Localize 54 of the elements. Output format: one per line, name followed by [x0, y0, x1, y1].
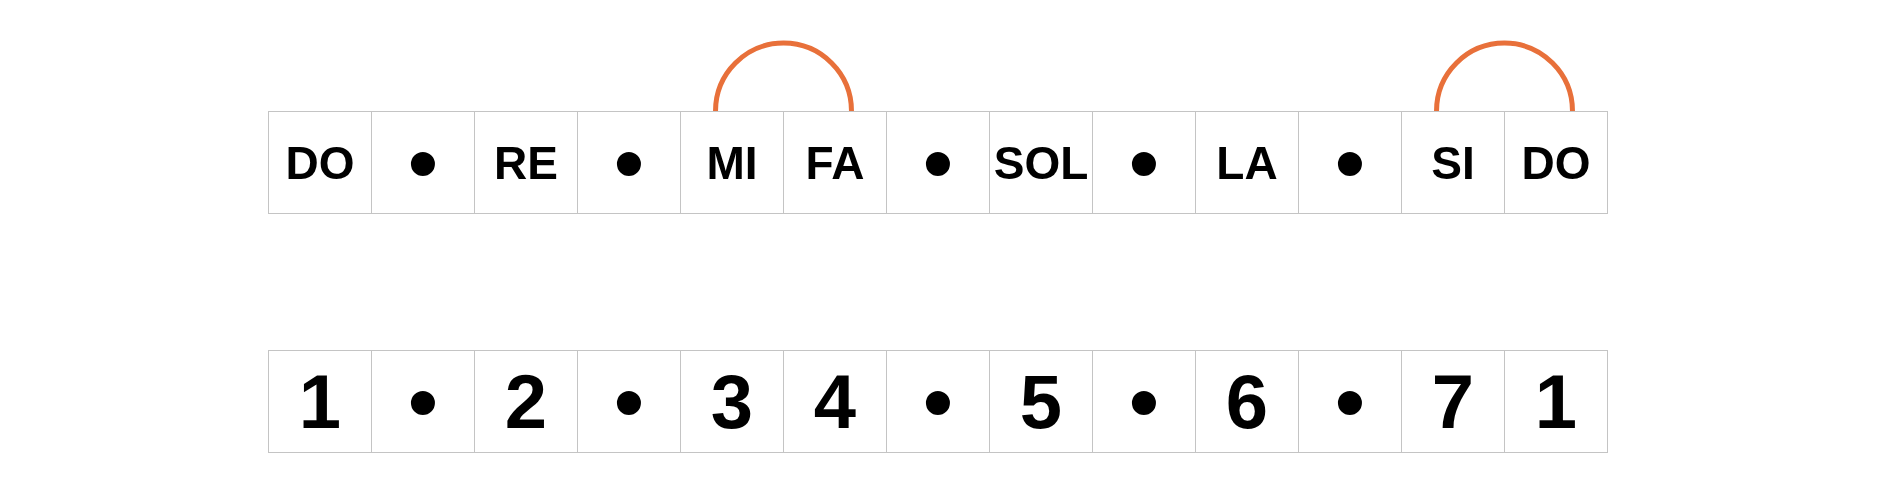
scale-cell	[1298, 350, 1402, 453]
bullet-dot: •	[923, 359, 953, 444]
scale-degree-number: 7	[1431, 363, 1475, 440]
scale-cell	[474, 111, 578, 214]
scale-cell	[1092, 111, 1196, 214]
bullet-dot: •	[408, 359, 438, 444]
scale-cell	[680, 111, 784, 214]
scale-cell	[371, 350, 475, 453]
bullet-dot: •	[1129, 120, 1159, 205]
scale-degree-number: 2	[504, 363, 548, 440]
bullet-dot: •	[1335, 120, 1365, 205]
scale-degree-number: 6	[1225, 363, 1269, 440]
bullet-dot: •	[923, 120, 953, 205]
scale-cell	[989, 111, 1093, 214]
scale-degree-number: 1	[1534, 363, 1578, 440]
scale-cell	[577, 350, 681, 453]
bullet-dot: •	[614, 359, 644, 444]
scale-cell	[268, 111, 372, 214]
scale-cell	[268, 350, 372, 453]
scale-cell	[1504, 350, 1608, 453]
scale-cell	[1401, 350, 1505, 453]
scale-cell	[989, 350, 1093, 453]
scale-degree-number: 1	[298, 363, 342, 440]
arc-connector	[713, 40, 854, 112]
scale-cell	[1504, 111, 1608, 214]
arc-connector	[1434, 40, 1575, 112]
solfege-syllable: RE	[494, 139, 558, 186]
bullet-dot: •	[408, 120, 438, 205]
scale-degree-number: 3	[710, 363, 754, 440]
scale-cell	[783, 350, 887, 453]
bullet-dot: •	[1335, 359, 1365, 444]
scale-cell	[1195, 350, 1299, 453]
solfege-syllable: DO	[1521, 139, 1591, 186]
solfege-syllable: SI	[1431, 139, 1475, 186]
bullet-dot: •	[614, 120, 644, 205]
scale-cell	[474, 350, 578, 453]
bullet-dot: •	[1129, 359, 1159, 444]
scale-cell	[886, 111, 990, 214]
solfege-syllable: LA	[1216, 139, 1278, 186]
solfege-syllable: DO	[285, 139, 355, 186]
solfege-syllable: SOL	[993, 139, 1089, 186]
scale-cell	[371, 111, 475, 214]
scale-cell	[886, 350, 990, 453]
solfege-syllable: MI	[706, 139, 758, 186]
scale-cell	[783, 111, 887, 214]
scale-cell	[1195, 111, 1299, 214]
solfege-syllable: FA	[805, 139, 865, 186]
scale-degree-number: 4	[813, 363, 857, 440]
scale-degree-number: 5	[1019, 363, 1063, 440]
scale-cell	[1401, 111, 1505, 214]
scale-cell	[1092, 350, 1196, 453]
scale-cell	[680, 350, 784, 453]
scale-cell	[577, 111, 681, 214]
scale-cell	[1298, 111, 1402, 214]
